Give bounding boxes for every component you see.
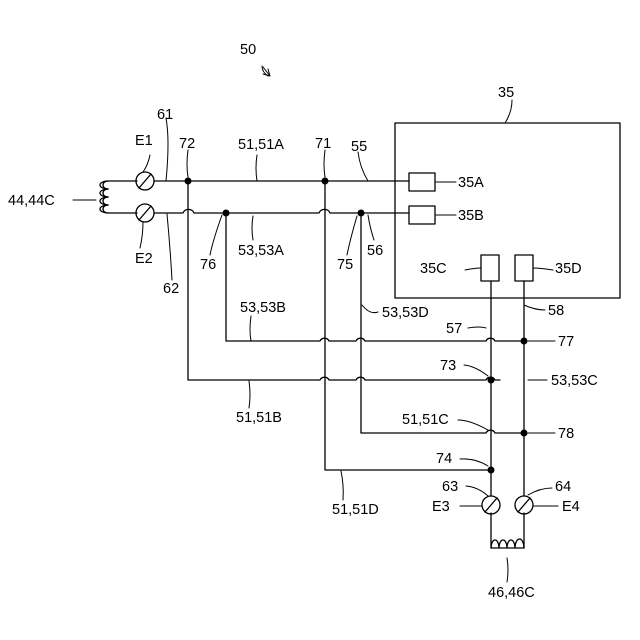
- label-n61: 61: [157, 107, 173, 123]
- e1-screw-terminal-icon: [136, 172, 154, 190]
- label-n56: 56: [367, 243, 383, 259]
- label-w53a: 53,53A: [238, 243, 284, 259]
- label-e4: E4: [562, 499, 580, 515]
- labels: 50 35 61 E1 72 51,51A 71 55 35A 44,44C 3…: [8, 42, 598, 601]
- label-n74: 74: [436, 451, 452, 467]
- left-coil-icon: [100, 181, 137, 213]
- junction-dot-icon: [521, 430, 528, 437]
- label-35d: 35D: [555, 261, 582, 277]
- label-35c: 35C: [420, 261, 447, 277]
- junction-dot-icon: [322, 178, 329, 185]
- label-controller: 35: [498, 85, 514, 101]
- bottom-coil-icon: [491, 513, 524, 548]
- terminal-35c: [481, 255, 499, 281]
- label-n62: 62: [163, 281, 179, 297]
- label-n64: 64: [555, 479, 571, 495]
- label-n58: 58: [548, 303, 564, 319]
- terminal-35a: [409, 173, 435, 191]
- wires: [154, 181, 524, 496]
- label-n76: 76: [200, 257, 216, 273]
- label-n77: 77: [558, 334, 574, 350]
- label-w51a: 51,51A: [238, 137, 284, 153]
- label-n55: 55: [351, 139, 367, 155]
- junction-dot-icon: [521, 338, 528, 345]
- label-w51c: 51,51C: [402, 412, 449, 428]
- label-w51b: 51,51B: [236, 410, 282, 426]
- label-n57: 57: [446, 321, 462, 337]
- e3-screw-terminal-icon: [482, 496, 500, 514]
- junction-dot-icon: [185, 178, 192, 185]
- label-n78: 78: [558, 426, 574, 442]
- label-coil-left: 44,44C: [8, 193, 55, 209]
- label-coil-bottom: 46,46C: [488, 585, 535, 601]
- junction-dot-icon: [358, 210, 365, 217]
- label-n63: 63: [442, 479, 458, 495]
- junction-dot-icon: [223, 210, 230, 217]
- label-n73: 73: [440, 358, 456, 374]
- junction-dot-icon: [488, 377, 495, 384]
- label-w53d: 53,53D: [382, 305, 429, 321]
- label-35a: 35A: [458, 175, 484, 191]
- label-w53c: 53,53C: [551, 373, 598, 389]
- label-e1: E1: [135, 133, 153, 149]
- label-e3: E3: [432, 499, 450, 515]
- label-e2: E2: [135, 251, 153, 267]
- terminal-35b: [409, 206, 435, 224]
- e2-screw-terminal-icon: [136, 204, 154, 222]
- terminal-35d: [515, 255, 533, 281]
- junction-dot-icon: [488, 467, 495, 474]
- label-w53b: 53,53B: [240, 300, 286, 316]
- label-n75: 75: [337, 257, 353, 273]
- label-35b: 35B: [458, 208, 484, 224]
- label-w51d: 51,51D: [332, 502, 379, 518]
- label-figure: 50: [240, 42, 256, 58]
- label-n71: 71: [315, 136, 331, 152]
- e4-screw-terminal-icon: [515, 496, 533, 514]
- label-n72: 72: [179, 136, 195, 152]
